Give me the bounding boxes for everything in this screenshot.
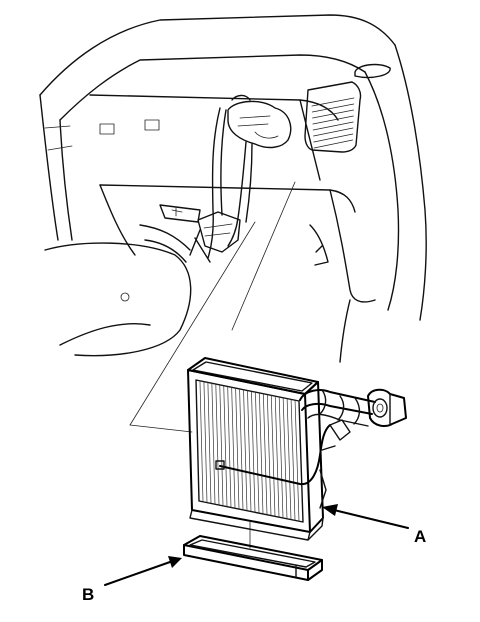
evaporator-fin: [282, 397, 288, 519]
evaporator-fin: [278, 396, 284, 518]
evaporator-fin: [262, 393, 268, 515]
evaporator-fin: [243, 389, 248, 511]
vent-slat: [312, 121, 354, 131]
evaporator-fin: [199, 380, 204, 502]
evaporator-fin: [259, 392, 264, 514]
evaporator-fin: [286, 398, 292, 520]
evaporator-fin: [231, 387, 236, 509]
vent-slat: [313, 139, 353, 149]
callout-b: B: [82, 556, 182, 604]
evaporator-fin: [215, 384, 220, 506]
evaporator-fin: [239, 388, 244, 510]
evaporator-fin: [290, 399, 296, 521]
evaporator-fin: [227, 386, 232, 508]
evaporator-fin: [251, 391, 256, 513]
vent-slat: [311, 103, 355, 113]
evaporator-fin: [219, 384, 224, 506]
evaporator-core: [187, 357, 351, 541]
vent-slat: [311, 97, 355, 107]
air-vent: [304, 81, 362, 153]
wiring-harness: [139, 94, 292, 263]
leader-lines: [129, 181, 296, 549]
evaporator-fin: [270, 395, 276, 517]
evaporator-fin: [266, 394, 272, 516]
evaporator-fin: [235, 388, 240, 510]
dashboard-outline: [39, 14, 427, 363]
cover-b: [183, 535, 323, 581]
evaporator-fin: [247, 390, 252, 512]
evaporator-fin: [207, 382, 212, 504]
evaporator-fin: [211, 383, 216, 505]
evaporator-fin: [223, 385, 228, 507]
evaporator-fin: [274, 396, 280, 518]
evaporator-fin: [294, 400, 300, 522]
callout-b-label: B: [82, 585, 94, 604]
evaporator-fin: [203, 381, 208, 503]
vent-slat: [312, 109, 354, 119]
evaporator-fin: [255, 392, 260, 514]
refrigerant-pipes: [299, 388, 407, 427]
callout-a: A: [322, 504, 426, 546]
vent-slat: [313, 133, 354, 143]
vent-slat: [312, 115, 354, 125]
vent-slat: [313, 127, 354, 137]
callout-a-label: A: [414, 527, 426, 546]
